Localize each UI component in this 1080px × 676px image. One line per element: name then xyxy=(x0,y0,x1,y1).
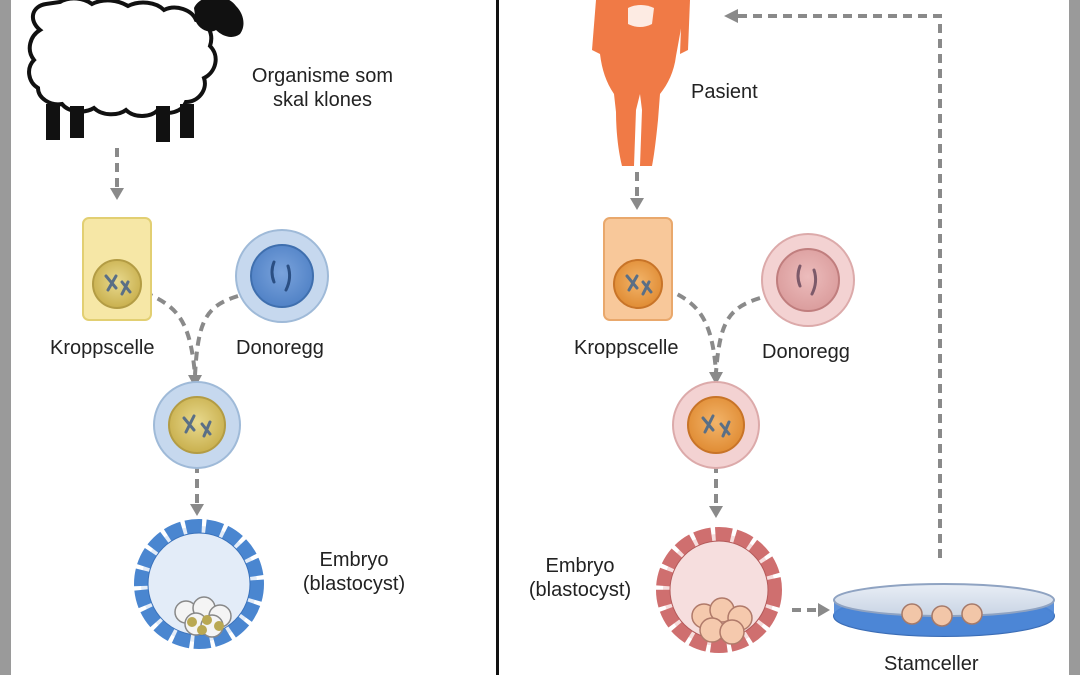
left-donor-egg-label: Donoregg xyxy=(236,337,324,359)
right-embryo-label-line1: Embryo xyxy=(545,555,615,577)
right-frame-edge xyxy=(1069,0,1080,675)
human-body-icon xyxy=(592,0,690,166)
left-embryo-label-line2: (blastocyst) xyxy=(302,573,406,595)
left-blastocyst xyxy=(134,519,264,649)
right-embryo-label-line2: (blastocyst) xyxy=(528,579,632,601)
patient-label: Pasient xyxy=(691,81,758,103)
right-embryo-label: Embryo (blastocyst) xyxy=(518,554,642,602)
right-blastocyst xyxy=(656,527,782,653)
left-donor-egg xyxy=(235,229,329,323)
right-arrows xyxy=(635,14,942,612)
left-frame-edge xyxy=(0,0,11,675)
stem-cell-dish xyxy=(833,583,1055,637)
left-fused-cell xyxy=(153,381,241,469)
stem-cells-label: Stamceller xyxy=(884,653,979,675)
left-arrows xyxy=(115,148,239,504)
organism-label-line1: Organisme som xyxy=(251,65,394,87)
right-donor-egg-label: Donoregg xyxy=(762,341,850,363)
right-body-cell xyxy=(603,217,673,321)
left-body-cell-label: Kroppscelle xyxy=(50,337,155,359)
left-embryo-label: Embryo (blastocyst) xyxy=(292,548,416,596)
left-embryo-label-line1: Embryo xyxy=(319,549,389,571)
right-fused-cell xyxy=(672,381,760,469)
right-donor-egg xyxy=(761,233,855,327)
right-arrowheads xyxy=(630,9,830,617)
panel-divider xyxy=(496,0,499,675)
organism-label: Organisme som skal klones xyxy=(230,64,415,112)
right-body-cell-label: Kroppscelle xyxy=(574,337,679,359)
sheep-icon xyxy=(27,0,244,142)
organism-label-line2: skal klones xyxy=(273,89,372,111)
left-body-cell xyxy=(82,217,152,321)
